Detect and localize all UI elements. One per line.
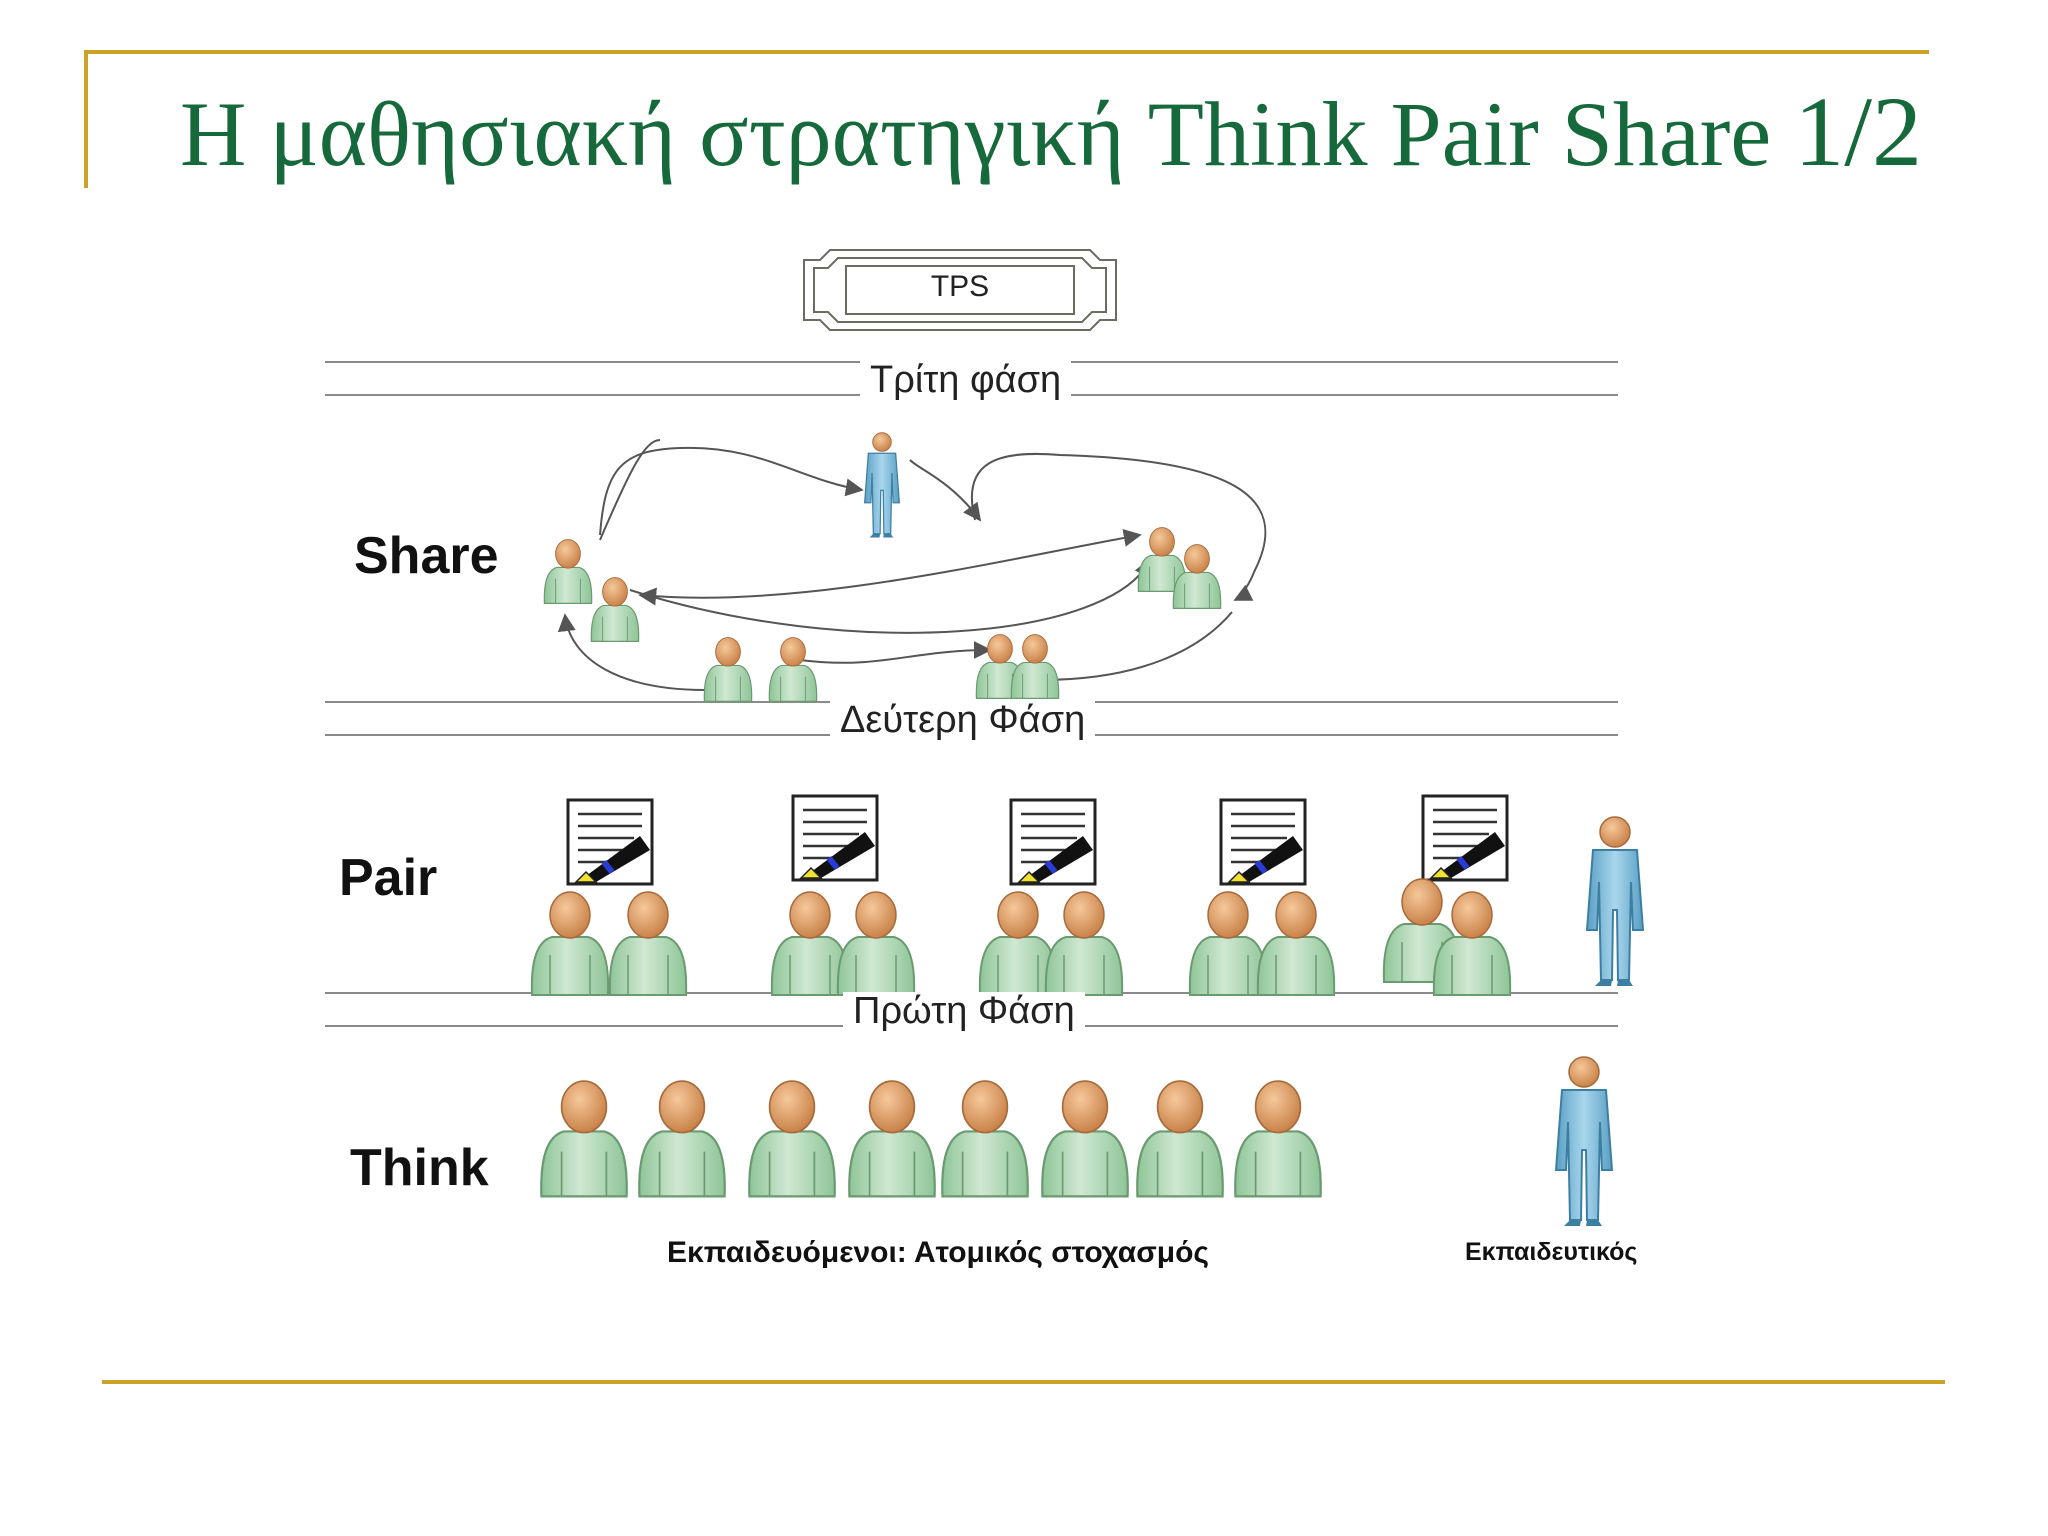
worksheet-pen-icon [568, 800, 652, 884]
worksheet-pen-icon [793, 796, 877, 880]
student-person-icon [1041, 1079, 1129, 1198]
worksheet-pen-icon [1011, 800, 1095, 884]
student-person-icon [1256, 891, 1336, 996]
phase-label-first: Πρώτη Φάση [843, 992, 1085, 1030]
student-person-icon [540, 1079, 628, 1198]
student-person-icon [748, 1079, 836, 1198]
student-person-icon [768, 636, 818, 703]
student-person-icon [978, 891, 1058, 996]
think-figures [540, 1056, 1613, 1227]
pair-worksheets [568, 796, 1507, 884]
student-person-icon [1432, 891, 1512, 996]
student-person-icon [836, 891, 916, 996]
caption-students: Εκπαιδευόμενοι: Ατομικός στοχασμός [667, 1236, 1209, 1269]
student-person-icon [1188, 891, 1268, 996]
row-label-think: Think [350, 1139, 489, 1197]
title-left-rule [84, 50, 88, 188]
student-person-icon [638, 1079, 726, 1198]
worksheet-pen-icon [1423, 796, 1507, 880]
worksheet-pen-icon [1221, 800, 1305, 884]
student-person-icon [1010, 633, 1060, 700]
student-person-icon [543, 538, 593, 605]
student-person-icon [530, 891, 610, 996]
student-person-icon [1234, 1079, 1322, 1198]
teacher-figure-icon [864, 432, 900, 539]
phase-label-second: Δεύτερη Φάση [830, 701, 1096, 739]
student-person-icon [770, 891, 850, 996]
share-arrows [557, 439, 1267, 691]
student-person-icon [848, 1079, 936, 1198]
student-person-icon [590, 576, 640, 643]
row-label-pair: Pair [339, 849, 438, 907]
footer-rule [102, 1380, 1945, 1384]
student-person-icon [608, 891, 688, 996]
teacher-figure-icon [1586, 816, 1644, 987]
student-person-icon [703, 636, 753, 703]
teacher-figure-icon [1555, 1056, 1613, 1227]
student-person-icon [1136, 1079, 1224, 1198]
tps-box [803, 249, 1117, 331]
tps-box-label: TPS [930, 270, 990, 303]
student-person-icon [1172, 543, 1222, 610]
student-person-icon [941, 1079, 1029, 1198]
title-top-rule [84, 50, 1929, 54]
caption-teacher: Εκπαιδευτικός [1465, 1238, 1638, 1266]
slide-title-main: Η μαθησιακή στρατηγική Think Pair Share [180, 83, 1795, 185]
slide-title-page: 1/2 [1794, 76, 1923, 187]
student-person-icon [1044, 891, 1124, 996]
slide-title: Η μαθησιακή στρατηγική Think Pair Share … [180, 82, 1922, 185]
row-label-share: Share [354, 527, 499, 585]
phase-label-third: Τρίτη φάση [860, 361, 1072, 399]
